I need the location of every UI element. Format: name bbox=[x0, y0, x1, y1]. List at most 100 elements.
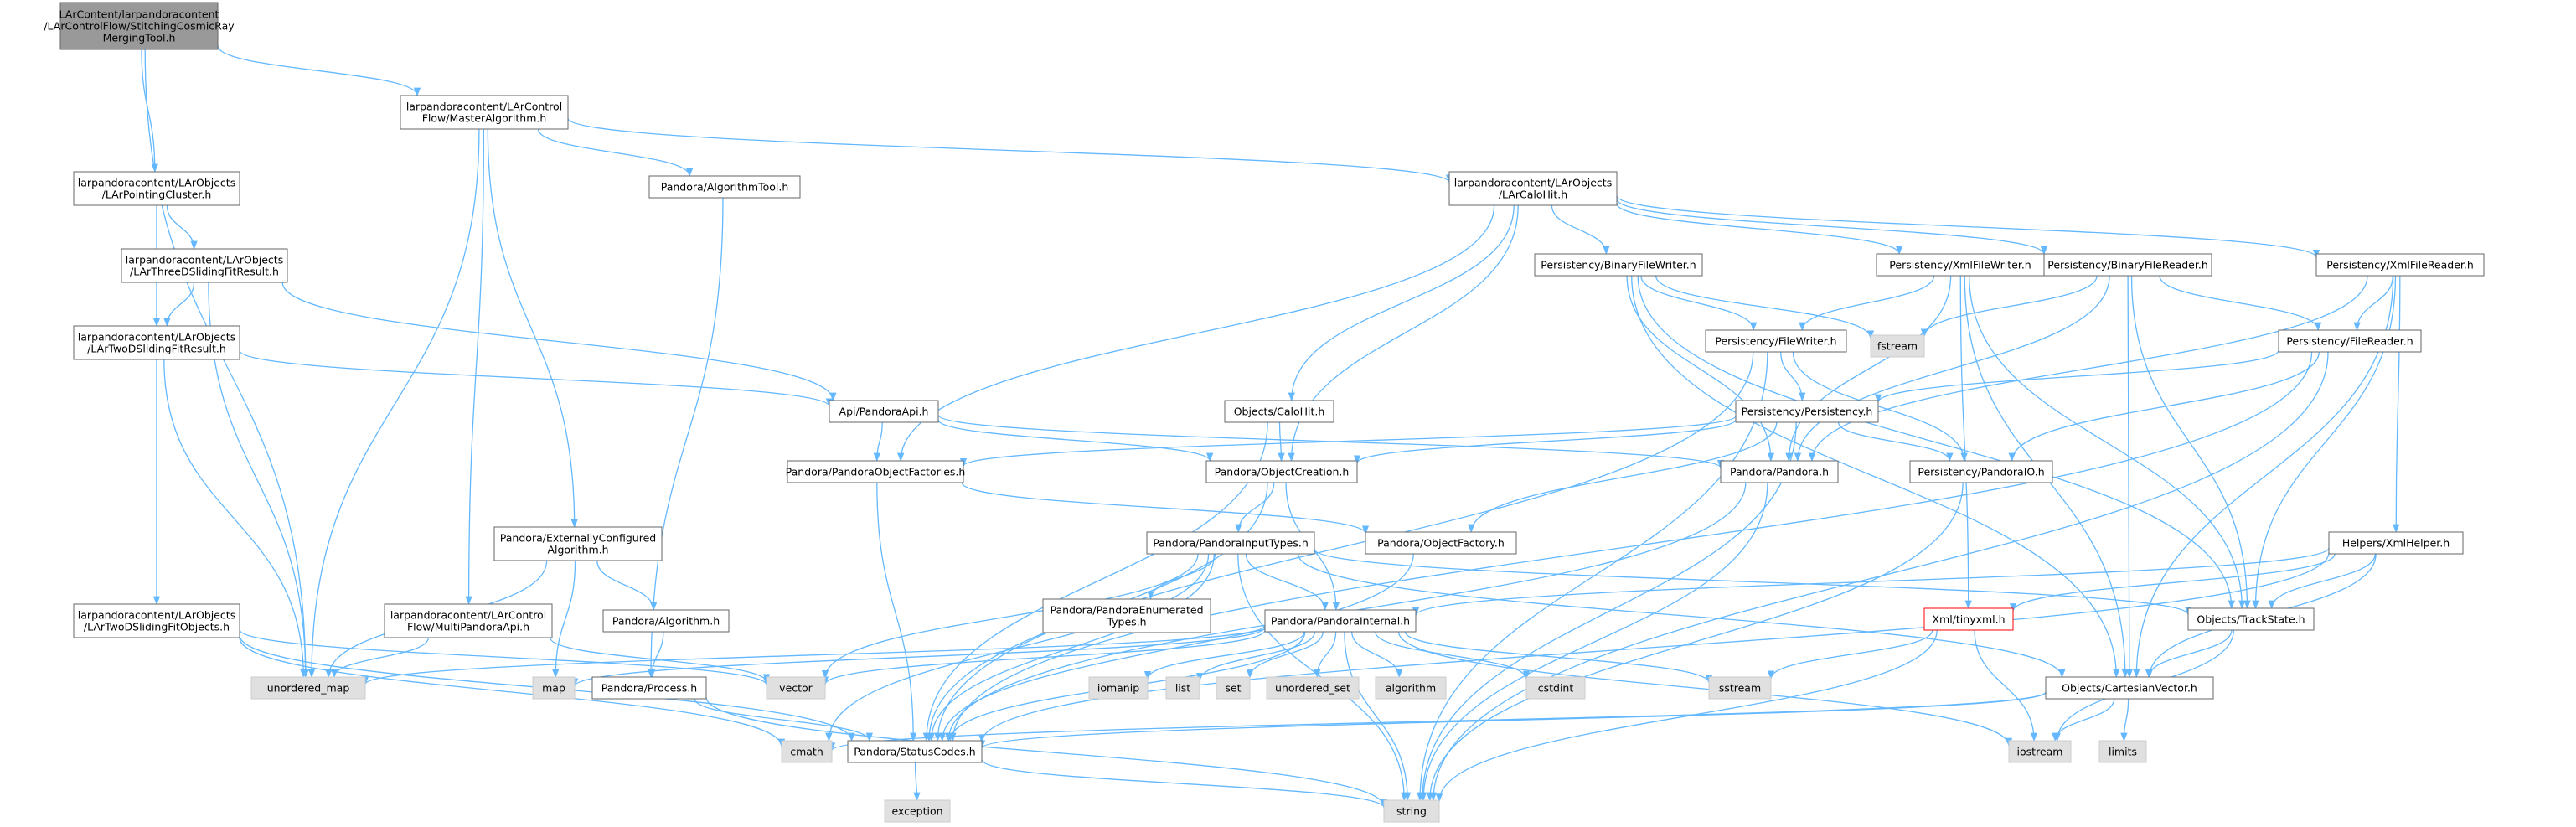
node-pointing[interactable]: larpandoracontent/LArObjects/LArPointing… bbox=[73, 171, 240, 206]
node-twoobj[interactable]: larpandoracontent/LArObjects/LArTwoDSlid… bbox=[73, 603, 240, 638]
node-box bbox=[384, 603, 553, 638]
node-label: Pandora/PandoraInternal.h bbox=[1271, 615, 1410, 628]
edge-binwriter-to-filewriter bbox=[1640, 275, 1758, 332]
edge-calohit-to-binreader bbox=[1616, 199, 2048, 256]
node-calohit[interactable]: larpandoracontent/LArObjects/LArCaloHit.… bbox=[1448, 171, 1618, 206]
node-persistency[interactable]: Persistency/Persistency.h bbox=[1735, 400, 1879, 423]
node-binwriter[interactable]: Persistency/BinaryFileWriter.h bbox=[1534, 253, 1703, 277]
node-inputtypes[interactable]: Pandora/PandoraInputTypes.h bbox=[1146, 531, 1315, 555]
node-box bbox=[1088, 676, 1149, 700]
node-objcreate[interactable]: Pandora/ObjectCreation.h bbox=[1205, 460, 1358, 483]
node-label: larpandoracontent/LArObjects bbox=[78, 331, 235, 344]
edge-three-to-api bbox=[281, 282, 837, 402]
node-box bbox=[2045, 676, 2214, 700]
node-objfactory[interactable]: Pandora/ObjectFactory.h bbox=[1365, 531, 1517, 555]
node-label: Pandora/AlgorithmTool.h bbox=[661, 181, 789, 194]
node-label: algorithm bbox=[1386, 682, 1436, 695]
edge-extalg-to-algorithm bbox=[596, 560, 658, 612]
node-two[interactable]: larpandoracontent/LArObjects/LArTwoDSlid… bbox=[73, 325, 240, 360]
node-box bbox=[1870, 334, 1925, 358]
node-box bbox=[1375, 676, 1447, 700]
node-algtool[interactable]: Pandora/AlgorithmTool.h bbox=[648, 175, 801, 199]
node-pandora[interactable]: Pandora/Pandora.h bbox=[1720, 460, 1839, 483]
node-box bbox=[73, 603, 240, 638]
edge-internal-to-vector bbox=[821, 629, 1266, 685]
node-cartesian[interactable]: Objects/CartesianVector.h bbox=[2045, 676, 2214, 700]
node-filereader[interactable]: Persistency/FileReader.h bbox=[2278, 329, 2422, 353]
edge-calohit-to-xmlwriter bbox=[1616, 203, 1903, 256]
node-label: Persistency/FileWriter.h bbox=[1715, 335, 1836, 348]
edge-inputtypes-to-trackstate bbox=[1314, 548, 2191, 616]
node-pandoraio[interactable]: Persistency/PandoraIO.h bbox=[1909, 460, 2053, 483]
node-box bbox=[1534, 253, 1703, 277]
edge-tinyxml-to-sstream bbox=[1767, 629, 1933, 680]
node-label: larpandoracontent/LArControl bbox=[406, 101, 562, 113]
node-label: Persistency/BinaryFileWriter.h bbox=[1541, 259, 1696, 271]
edge-persistency-to-objfactory bbox=[1468, 421, 1778, 534]
node-label: Persistency/PandoraIO.h bbox=[1918, 466, 2044, 478]
edge-api-to-objfact bbox=[873, 421, 883, 463]
edge-cartesian-to-limits bbox=[2120, 698, 2129, 742]
edge-xmlwriter-to-tinyxml bbox=[1959, 275, 1972, 610]
edge-xmlwriter-to-trackstate bbox=[1969, 275, 2246, 610]
node-process[interactable]: Pandora/Process.h bbox=[591, 676, 707, 700]
node-box bbox=[1705, 329, 1847, 353]
node-box bbox=[2328, 531, 2464, 555]
node-box bbox=[847, 740, 983, 763]
node-xmlwriter[interactable]: Persistency/XmlFileWriter.h bbox=[1876, 253, 2045, 277]
edge-persistency-to-pandoraio bbox=[1837, 421, 1954, 463]
node-statuscodes[interactable]: Pandora/StatusCodes.h bbox=[847, 740, 983, 763]
edge-multi-to-unordered_map bbox=[330, 637, 429, 679]
node-xmlhelper[interactable]: Helpers/XmlHelper.h bbox=[2328, 531, 2464, 555]
edge-tinyxml-to-iostream bbox=[1974, 629, 2038, 742]
node-label: sstream bbox=[1719, 682, 1761, 695]
node-box bbox=[121, 248, 288, 283]
node-label: LArContent/larpandoracontent bbox=[59, 8, 219, 21]
node-three[interactable]: larpandoracontent/LArObjects/LArThreeDSl… bbox=[121, 248, 288, 283]
edge-root-to-pointing bbox=[141, 49, 158, 173]
node-filewriter[interactable]: Persistency/FileWriter.h bbox=[1705, 329, 1847, 353]
node-trackstate[interactable]: Objects/TrackState.h bbox=[2187, 607, 2315, 631]
node-box bbox=[884, 799, 951, 823]
edge-cartesian-to-iostream bbox=[2052, 698, 2115, 742]
node-tinyxml[interactable]: Xml/tinyxml.h bbox=[1923, 607, 2014, 631]
node-box bbox=[1165, 676, 1200, 700]
edge-internal-to-sstream bbox=[1404, 631, 1713, 684]
edge-persistency-to-objcreate bbox=[1354, 419, 1737, 464]
node-box bbox=[2043, 253, 2212, 277]
node-binreader[interactable]: Persistency/BinaryFileReader.h bbox=[2043, 253, 2212, 277]
node-master[interactable]: larpandoracontent/LArControlFlow/MasterA… bbox=[400, 95, 569, 130]
edge-inputtypes-to-vector bbox=[821, 553, 1199, 680]
node-xmlreader[interactable]: Persistency/XmlFileReader.h bbox=[2315, 253, 2485, 277]
edge-internal-to-string bbox=[1344, 631, 1412, 802]
node-label: /LArCaloHit.h bbox=[1499, 189, 1567, 201]
edge-pointing-to-three bbox=[166, 204, 198, 251]
node-label: Pandora/Pandora.h bbox=[1730, 466, 1829, 478]
node-box bbox=[532, 676, 576, 700]
node-internal[interactable]: Pandora/PandoraInternal.h bbox=[1264, 609, 1417, 633]
node-box bbox=[2278, 329, 2422, 353]
node-label: iostream bbox=[2017, 746, 2063, 758]
node-algorithm[interactable]: Pandora/Algorithm.h bbox=[602, 609, 730, 633]
node-box bbox=[1720, 460, 1839, 483]
node-label: list bbox=[1175, 682, 1190, 695]
node-unordered_map: unordered_map bbox=[250, 676, 366, 700]
edge-root-to-unordered_map bbox=[144, 49, 309, 679]
edge-master-to-algtool bbox=[537, 128, 694, 178]
node-api[interactable]: Api/PandoraApi.h bbox=[829, 400, 939, 423]
node-label: vector bbox=[779, 682, 813, 695]
node-layer: LArContent/larpandoracontent/LArControlF… bbox=[44, 2, 2485, 823]
node-root[interactable]: LArContent/larpandoracontent/LArControlF… bbox=[44, 2, 235, 50]
edge-calohit-to-objcalohit bbox=[1288, 204, 1515, 402]
edge-filewriter-to-statuscodes bbox=[934, 351, 1754, 742]
node-objfact[interactable]: Pandora/PandoraObjectFactories.h bbox=[786, 460, 966, 483]
node-label: Flow/MultiPandoraApi.h bbox=[407, 621, 529, 633]
edge-pandoraio-to-string bbox=[1426, 482, 1964, 802]
node-objcalohit[interactable]: Objects/CaloHit.h bbox=[1224, 400, 1334, 423]
node-box bbox=[400, 95, 569, 130]
node-multi[interactable]: larpandoracontent/LArControlFlow/MultiPa… bbox=[384, 603, 553, 638]
edge-internal-to-unordered_map bbox=[362, 625, 1266, 685]
node-box bbox=[1365, 531, 1517, 555]
